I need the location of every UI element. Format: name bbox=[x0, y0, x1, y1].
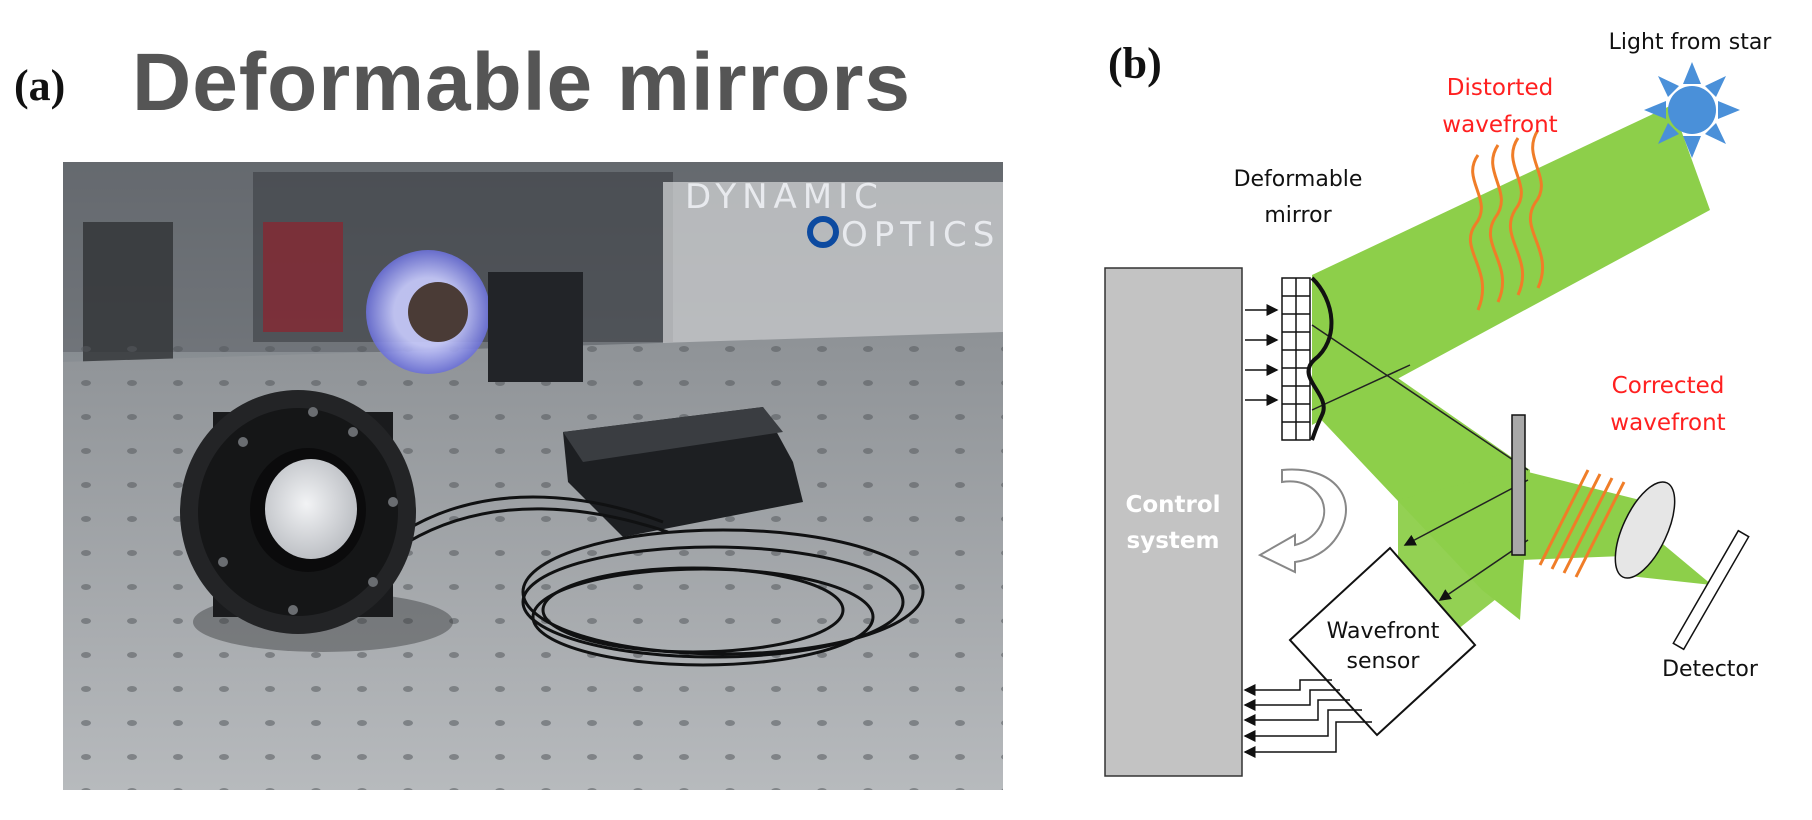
deformable-mirror-photo: DYNAMIC OPTICS bbox=[63, 162, 1003, 790]
beam-splitter bbox=[1511, 414, 1526, 556]
adaptive-optics-diagram: Control system Wavefront sensor Detector bbox=[1104, 30, 1773, 777]
control-system-label-2: system bbox=[1127, 528, 1220, 554]
corrected-wavefront-label-1: Corrected bbox=[1612, 373, 1725, 399]
corrected-wavefront bbox=[1538, 469, 1626, 578]
incoming-beam bbox=[1312, 105, 1710, 425]
detector-label: Detector bbox=[1662, 657, 1759, 682]
distorted-wavefront bbox=[1468, 129, 1545, 311]
distorted-wavefront-label-2: wavefront bbox=[1442, 112, 1557, 138]
deformable-mirror-label-1: Deformable bbox=[1234, 167, 1363, 192]
distorted-wavefront-label-1: Distorted bbox=[1447, 75, 1553, 101]
sun-icon bbox=[1644, 62, 1740, 158]
focusing-lens bbox=[1614, 481, 1676, 579]
feedback-arrow bbox=[1257, 468, 1347, 574]
actuator-arrows bbox=[1245, 304, 1279, 406]
control-system-box bbox=[1104, 267, 1243, 777]
sensor-output-arrows bbox=[1243, 679, 1372, 758]
wavefront-sensor-label-2: sensor bbox=[1347, 649, 1421, 674]
light-from-star-label: Light from star bbox=[1609, 30, 1773, 55]
wavefront-sensor-label-1: Wavefront bbox=[1327, 619, 1440, 644]
logo-text-line1: DYNAMIC bbox=[685, 177, 884, 217]
wavefront-sensor-box bbox=[1288, 546, 1477, 737]
panel-b-label: (b) bbox=[1108, 39, 1162, 88]
control-system-label-1: Control bbox=[1125, 492, 1220, 518]
dynamic-optics-logo: DYNAMIC OPTICS bbox=[685, 177, 1000, 255]
panel-a-title: Deformable mirrors bbox=[132, 37, 912, 128]
corrected-wavefront-label-2: wavefront bbox=[1610, 410, 1725, 436]
deformable-mirror bbox=[1281, 277, 1311, 441]
deformable-mirror-label-2: mirror bbox=[1264, 203, 1332, 228]
panel-a-label: (a) bbox=[14, 61, 66, 110]
logo-text-line2: OPTICS bbox=[841, 215, 1000, 255]
detector bbox=[1672, 529, 1750, 651]
